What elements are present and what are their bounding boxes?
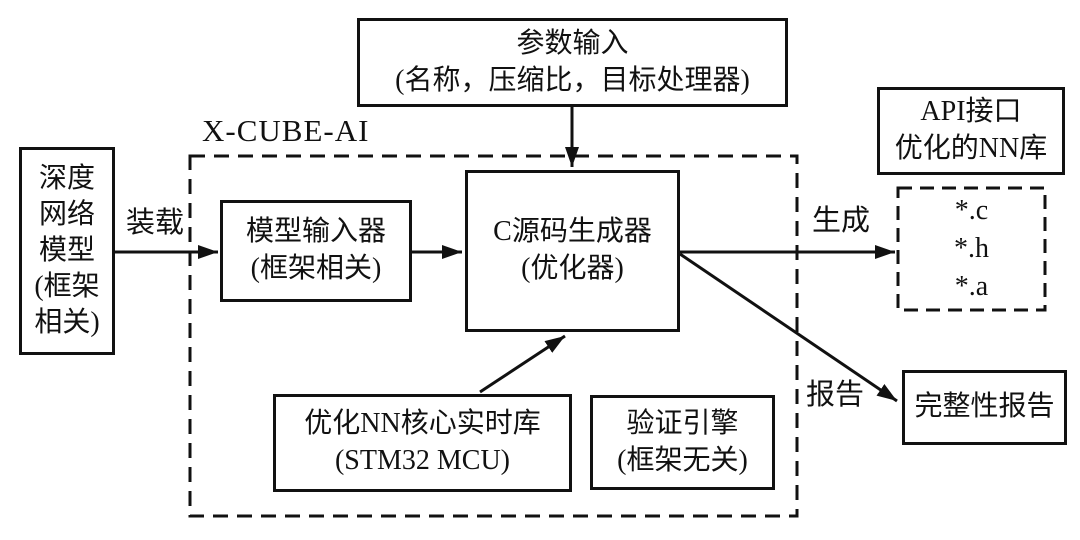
xcube-ai-title: X-CUBE-AI: [202, 113, 370, 148]
node-api-optimized-nn-lib: API接口 优化的NN库: [877, 87, 1065, 175]
edge-label-load: 装载: [125, 207, 184, 239]
node-generated-files: *.c *.h *.a: [954, 195, 989, 302]
edge-label-generate: 生成: [811, 205, 870, 237]
node-optimized-nn-runtime-lib: 优化NN核心实时库 (STM32 MCU): [273, 394, 572, 492]
arrow-report: [679, 252, 898, 403]
xcube-ai-dashed-container: [188, 154, 799, 518]
edge-label-report: 报告: [805, 379, 864, 411]
node-validation-engine: 验证引擎 (框架无关): [590, 395, 775, 490]
arrow-nnlib-to-generator: [479, 334, 566, 394]
generated-files-dashed-box: [896, 186, 1047, 312]
node-integrity-report: 完整性报告: [902, 370, 1067, 445]
node-deep-network-model: 深度 网络 模型 (框架 相关): [19, 147, 115, 355]
node-model-importer: 模型输入器 (框架相关): [220, 200, 412, 302]
node-param-input: 参数输入 (名称，压缩比，目标处理器): [357, 18, 788, 107]
node-c-code-generator: C源码生成器 (优化器): [465, 170, 680, 332]
